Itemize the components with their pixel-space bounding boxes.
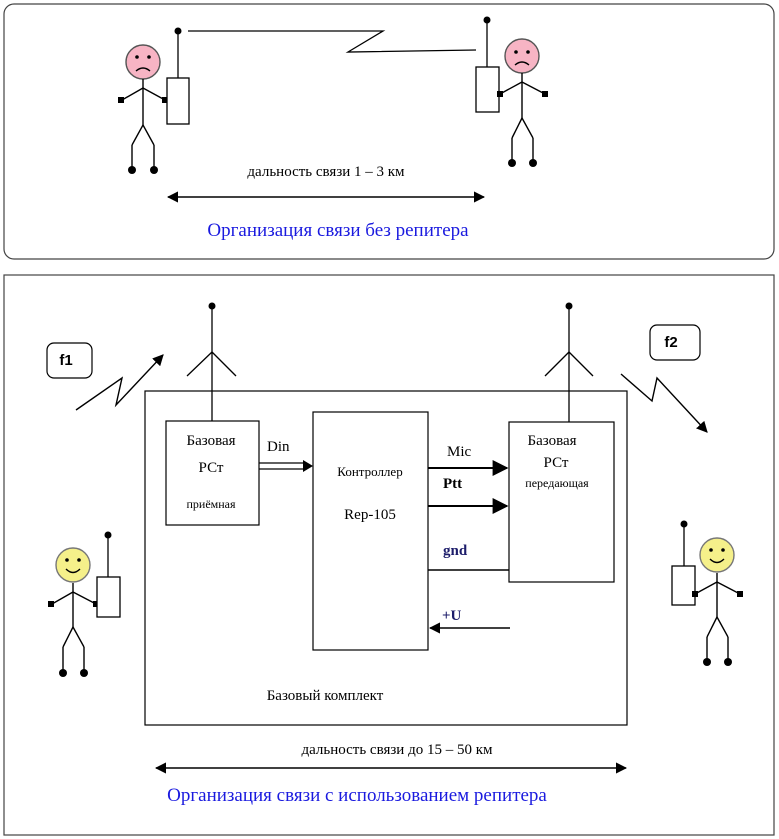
- antenna-tx: [544, 302, 594, 422]
- freq1-label: f1: [59, 352, 72, 369]
- sad-person-right: [497, 38, 548, 167]
- sad-face-right: [504, 38, 540, 74]
- rx-station-line3: приёмная: [186, 497, 236, 511]
- bottom-caption: Организация связи с использованием репит…: [167, 785, 547, 806]
- tx-station-line1: Базовая: [527, 433, 576, 449]
- happy-face-left: [55, 547, 91, 583]
- sad-person-left: [118, 44, 168, 174]
- signal-out-zigzag: [620, 373, 708, 433]
- radio-link: [188, 30, 477, 53]
- freq2-box: [649, 324, 701, 361]
- top-range-label: дальность связи 1 – 3 км: [247, 164, 405, 180]
- radio-bottom-left: [96, 531, 121, 618]
- radio-left: [166, 27, 190, 125]
- signal-in-zigzag: [75, 354, 164, 411]
- radio-right: [475, 16, 500, 113]
- ptt-label: Ptt: [443, 476, 462, 492]
- freq1-box: [46, 342, 93, 379]
- sad-face-left: [125, 44, 161, 80]
- gnd-label: gnd: [443, 543, 468, 559]
- top-caption: Организация связи без репитера: [207, 220, 469, 241]
- mic-label: Mic: [447, 444, 472, 460]
- radio-bottom-right: [671, 520, 696, 606]
- din-label: Din: [267, 439, 290, 455]
- bottom-range-label: дальность связи до 15 – 50 км: [301, 742, 493, 758]
- tx-station-line3: передающая: [525, 476, 589, 490]
- rx-station-line1: Базовая: [186, 433, 235, 449]
- freq2-label: f2: [664, 334, 677, 351]
- controller-line2: Rep-105: [344, 507, 396, 523]
- rx-station-box: [165, 420, 260, 526]
- happy-face-right: [699, 537, 735, 573]
- controller-line1: Контроллер: [337, 464, 402, 479]
- plus-u-label: +U: [442, 608, 462, 624]
- controller-box: [312, 411, 429, 651]
- tx-station-line2: РСт: [544, 455, 569, 471]
- antenna-rx: [186, 302, 237, 421]
- din-arrowhead: [303, 460, 313, 472]
- base-kit-frame: [144, 390, 628, 726]
- rx-station-line2: РСт: [199, 460, 224, 476]
- happy-person-right: [692, 537, 743, 666]
- base-kit-label: Базовый комплект: [267, 688, 384, 704]
- happy-person-left: [48, 547, 99, 677]
- tx-station-box: [508, 421, 615, 583]
